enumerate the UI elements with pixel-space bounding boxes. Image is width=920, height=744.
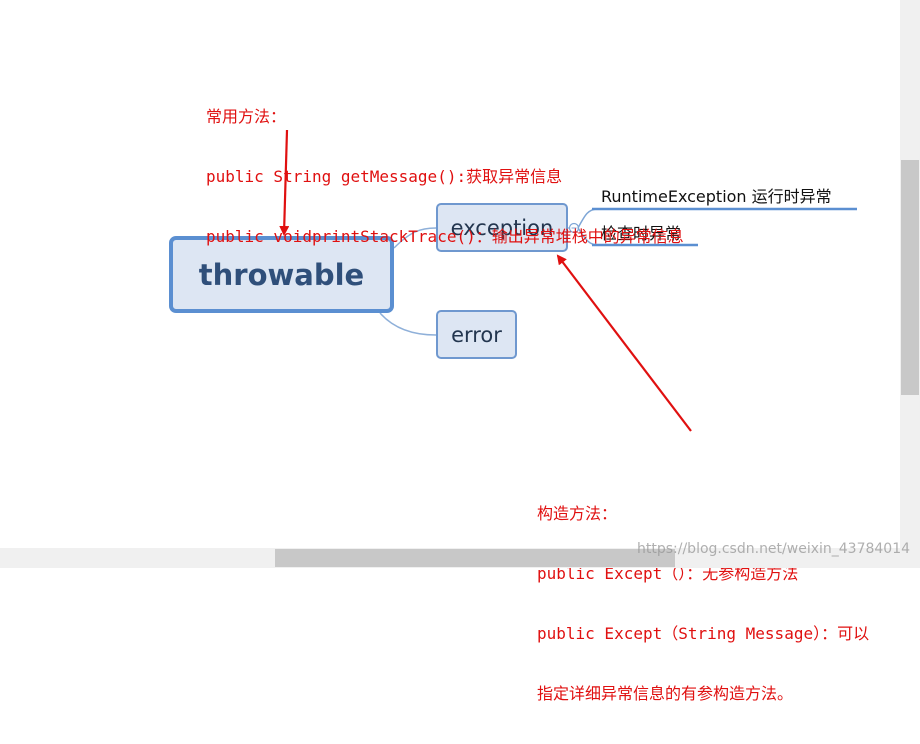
node-error-label: error [451,322,502,347]
node-throwable-label: throwable [198,257,365,292]
node-throwable[interactable]: throwable [169,236,394,313]
annotation-arrow-top [279,129,290,236]
node-exception-label: exception [450,215,554,240]
node-error[interactable]: error [436,310,517,359]
annotation-line: 构造方法： [537,504,618,523]
annotation-arrow-bottom [556,254,692,432]
connector-layer [279,129,857,432]
leaf-runtime-exception[interactable]: RuntimeException 运行时异常 [601,187,832,206]
annotation-line: public voidprintStackTrace()：输出异常堆栈中的异常信… [206,227,684,246]
annotation-line: public Except（String Message）：可以 [537,624,870,643]
annotation-constructors: 构造方法： public Except（）：无参构造方法 public Exce… [537,464,869,744]
node-exception[interactable]: exception [436,203,568,252]
annotation-line: 常用方法： [206,107,287,126]
annotation-line: 指定详细异常信息的有参构造方法。 [537,684,794,703]
connector-root-error [379,312,437,336]
annotation-line: public String getMessage():获取异常信息 [206,167,563,186]
mindmap-canvas: throwable exception error RuntimeExcepti… [169,67,869,703]
annotation-common-methods: 常用方法： public String getMessage():获取异常信息 … [206,67,684,287]
horizontal-scrollbar-thumb[interactable] [275,549,675,567]
watermark-text: https://blog.csdn.net/weixin_43784014 [637,541,911,557]
connector-root-exception [393,227,437,249]
leaf-checked-exception[interactable]: 检查时异常 [601,224,682,243]
vertical-scrollbar-thumb[interactable] [901,160,919,395]
